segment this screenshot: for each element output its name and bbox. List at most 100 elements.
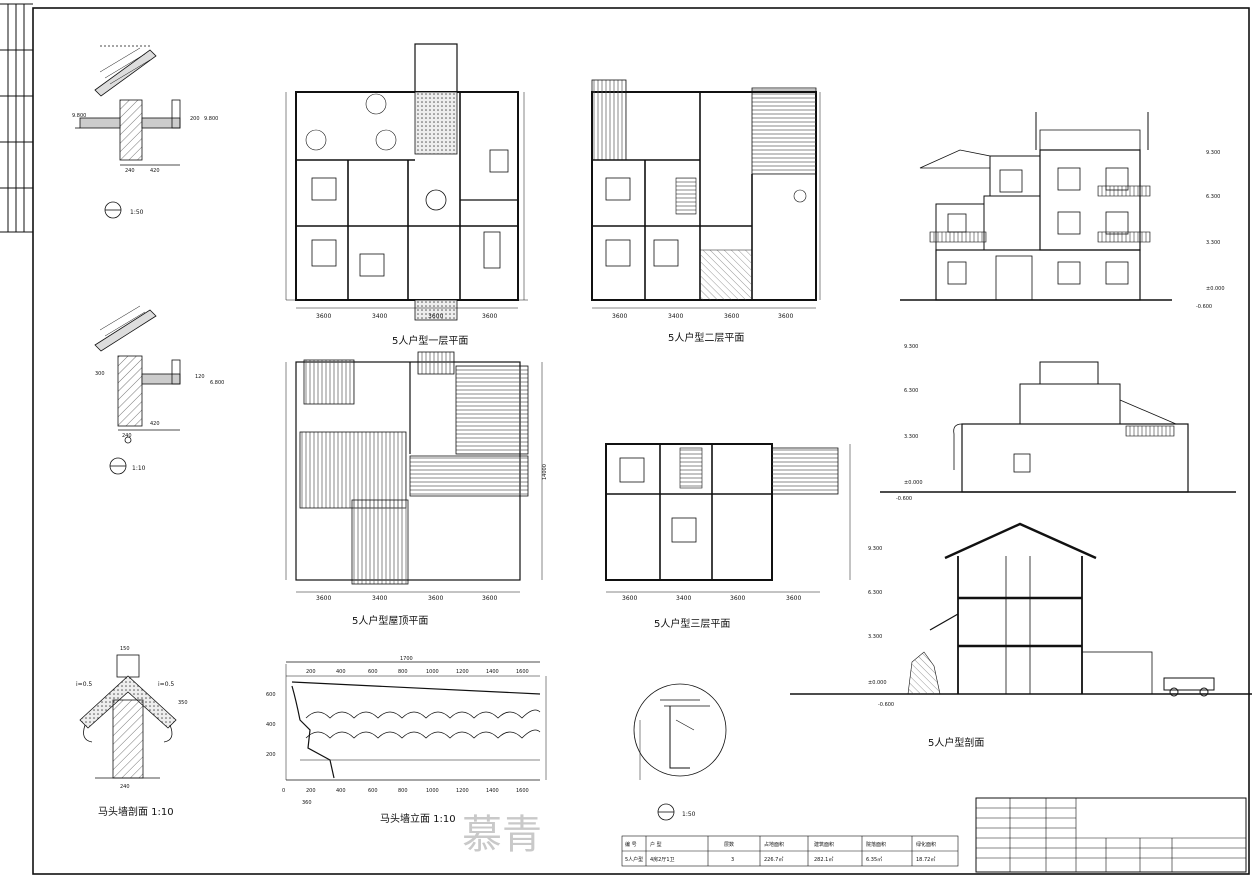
he-bot-3: 600	[368, 788, 378, 794]
f2-dim-2: 3600	[724, 313, 739, 320]
hs-dim-3: 240	[120, 784, 130, 790]
side-level-2: 3.300	[904, 434, 918, 440]
f1-dim-2: 3600	[428, 313, 443, 320]
table-cell-3: 226.7㎡	[764, 856, 783, 863]
he-top-4: 1000	[426, 669, 439, 675]
east-level-1: 6.300	[1206, 194, 1220, 200]
he-top-7: 1600	[516, 669, 529, 675]
f2-dim-1: 3400	[668, 313, 683, 320]
he-bot-0: 0	[282, 788, 285, 794]
floor3-plan	[605, 443, 851, 593]
hs-dim-4: 350	[178, 700, 188, 706]
he-side-1: 400	[266, 722, 276, 728]
floor1-plan	[285, 43, 528, 321]
area-table	[621, 835, 959, 867]
roof-dim-0: 3600	[316, 595, 331, 602]
horse-wall-elevation-title: 马头墙立面 1:10	[380, 812, 456, 825]
f3-dim-1: 3400	[676, 595, 691, 602]
he-top-1: 400	[336, 669, 346, 675]
he-top-5: 1200	[456, 669, 469, 675]
table-header-4: 建筑面积	[814, 841, 834, 848]
table-cell-0: 5人户型	[625, 856, 643, 863]
detail-eave-1	[75, 45, 181, 219]
hs-dim-2: i=0.5	[158, 681, 174, 688]
roof-title: 5人户型屋顶平面	[352, 614, 428, 627]
floor2-title: 5人户型二层平面	[668, 331, 744, 344]
f2-dim-3: 3600	[778, 313, 793, 320]
he-bot-2: 400	[336, 788, 346, 794]
floor1-title: 5人户型一层平面	[392, 334, 468, 347]
sec-level-3: ±0.000	[868, 680, 887, 686]
hs-dim-0: 150	[120, 646, 130, 652]
d2-dim-0: 300	[95, 371, 105, 377]
f3-dim-3: 3600	[786, 595, 801, 602]
side-level-4: -0.600	[896, 496, 912, 502]
roof-total: 14000	[542, 464, 548, 480]
f1-dim-3: 3600	[482, 313, 497, 320]
side-level-1: 6.300	[904, 388, 918, 394]
detail-eave-2	[94, 305, 181, 475]
floor2-plan	[591, 79, 821, 309]
roof-plan	[285, 351, 543, 593]
sec-level-1: 6.300	[868, 590, 882, 596]
table-header-3: 占地面积	[764, 841, 784, 848]
front-elevation	[900, 112, 1172, 301]
building-section	[790, 522, 1252, 697]
sec-level-0: 9.300	[868, 546, 882, 552]
he-bot-7: 1400	[486, 788, 499, 794]
table-cell-6: 18.72㎡	[916, 856, 935, 863]
table-header-1: 户 型	[650, 841, 662, 848]
he-bot-6: 1200	[456, 788, 469, 794]
detail-2-scale: 1:10	[132, 465, 146, 472]
east-level-3: ±0.000	[1206, 286, 1225, 292]
side-elevation	[880, 361, 1236, 493]
f3-dim-2: 3600	[730, 595, 745, 602]
he-bot-8: 1600	[516, 788, 529, 794]
he-top-2: 600	[368, 669, 378, 675]
sheet-border	[0, 3, 1250, 875]
hs-dim-1: i=0.5	[76, 681, 92, 688]
detail-1-scale: 1:50	[130, 209, 144, 216]
f1-dim-0: 3600	[316, 313, 331, 320]
table-cell-1: 4房2厅1卫	[650, 856, 675, 863]
d2-dim-1: 240	[122, 433, 132, 439]
he-bot-4: 800	[398, 788, 408, 794]
horse-wall-section	[79, 654, 177, 779]
d1-dim-1: 240	[125, 168, 135, 174]
table-cell-4: 282.1㎡	[814, 856, 833, 863]
detail-circle	[633, 683, 727, 821]
roof-dim-3: 3600	[482, 595, 497, 602]
table-header-6: 绿化面积	[916, 841, 936, 848]
he-side-2: 200	[266, 752, 276, 758]
he-bot-5: 1000	[426, 788, 439, 794]
d2-dim-3: 120	[195, 374, 205, 380]
he-side-0: 600	[266, 692, 276, 698]
table-header-2: 层数	[724, 841, 734, 848]
roof-dim-1: 3400	[372, 595, 387, 602]
f1-dim-1: 3400	[372, 313, 387, 320]
table-cell-5: 6.35㎡	[866, 856, 882, 863]
he-span: 1700	[400, 656, 413, 662]
d2-dim-4: 6.800	[210, 380, 224, 386]
roof-dim-2: 3600	[428, 595, 443, 602]
floor3-title: 5人户型三层平面	[654, 617, 730, 630]
east-level-4: -0.600	[1196, 304, 1212, 310]
f2-dim-0: 3600	[612, 313, 627, 320]
sec-level-4: -0.600	[878, 702, 894, 708]
d1-dim-2: 420	[150, 168, 160, 174]
d2-dim-2: 420	[150, 421, 160, 427]
east-level-2: 3.300	[1206, 240, 1220, 246]
table-header-5: 院落面积	[866, 841, 886, 848]
he-top-6: 1400	[486, 669, 499, 675]
section-title: 5人户型剖面	[928, 736, 984, 749]
horse-wall-section-title: 马头墙剖面 1:10	[98, 805, 174, 818]
sec-level-2: 3.300	[868, 634, 882, 640]
he-top-0: 200	[306, 669, 316, 675]
side-level-0: 9.300	[904, 344, 918, 350]
horse-wall-elevation	[285, 661, 547, 781]
table-header-0: 编 号	[625, 841, 637, 848]
d1-dim-0: 9.800	[72, 113, 86, 119]
d1-dim-4: 9.800	[204, 116, 218, 122]
he-note: 360	[302, 800, 312, 806]
